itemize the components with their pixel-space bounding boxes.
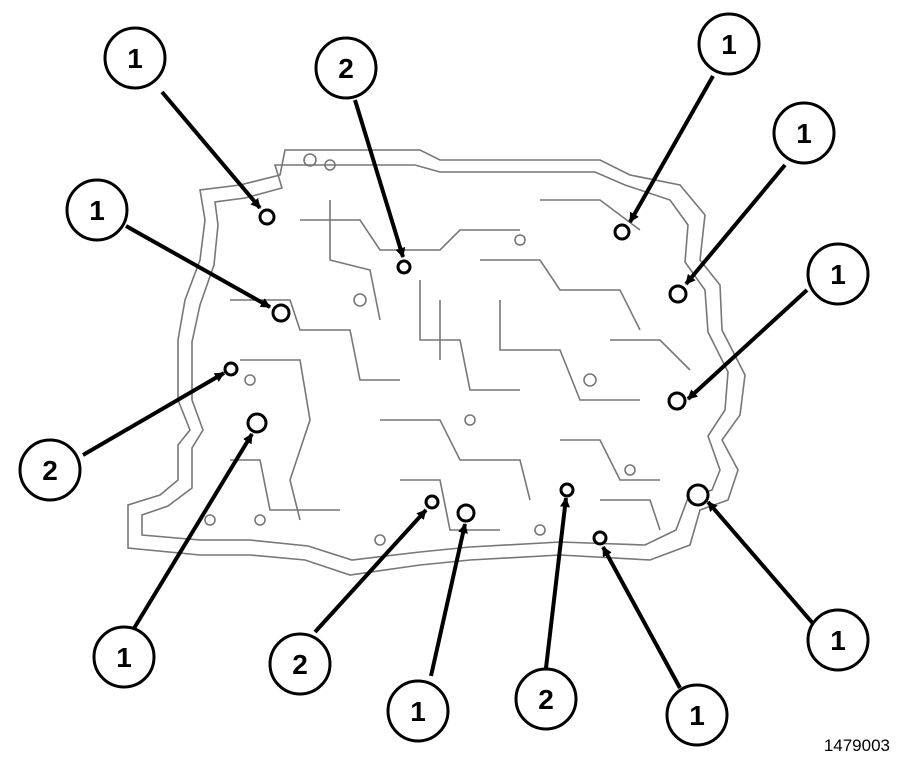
svg-text:1: 1 bbox=[116, 642, 132, 673]
svg-text:2: 2 bbox=[42, 455, 58, 486]
svg-text:1: 1 bbox=[89, 195, 105, 226]
leader-arrow bbox=[353, 99, 406, 258]
figure-id: 1479003 bbox=[823, 736, 890, 755]
hole-marker bbox=[686, 483, 710, 507]
leader-arrow bbox=[160, 90, 262, 210]
callout-13: 2 bbox=[514, 667, 578, 731]
callout-6: 1 bbox=[806, 242, 870, 306]
leader-arrow bbox=[706, 500, 818, 629]
hole-marker bbox=[613, 223, 631, 241]
callout-2: 2 bbox=[314, 36, 378, 100]
svg-text:2: 2 bbox=[338, 53, 354, 84]
leader-arrow bbox=[429, 523, 468, 677]
svg-text:1: 1 bbox=[127, 43, 143, 74]
callout-12: 1 bbox=[386, 679, 450, 743]
hole-marker bbox=[559, 482, 575, 498]
valve-body-plate bbox=[127, 149, 746, 576]
leader-arrow bbox=[131, 432, 254, 632]
leader-arrows bbox=[81, 75, 818, 689]
svg-text:2: 2 bbox=[292, 649, 308, 680]
leader-arrow bbox=[628, 75, 715, 223]
callout-1: 1 bbox=[103, 26, 167, 90]
hole-marker bbox=[456, 503, 476, 523]
svg-text:1: 1 bbox=[721, 29, 737, 60]
hole-marker bbox=[271, 303, 291, 323]
callout-5: 1 bbox=[65, 178, 129, 242]
hole-marker bbox=[223, 361, 239, 377]
hole-marker bbox=[424, 494, 440, 510]
leader-arrow bbox=[686, 288, 809, 401]
svg-text:1: 1 bbox=[830, 625, 846, 656]
hole-marker bbox=[258, 208, 276, 226]
hole-marker bbox=[592, 530, 608, 546]
leader-arrow bbox=[544, 497, 570, 669]
leader-arrow bbox=[684, 163, 787, 286]
leader-arrow bbox=[81, 371, 226, 457]
hole-marker bbox=[246, 412, 268, 434]
leader-arrow bbox=[601, 546, 682, 689]
callouts: 1 2 1 1 1 1 2 1 bbox=[18, 12, 870, 747]
svg-text:1: 1 bbox=[689, 700, 705, 731]
svg-text:1: 1 bbox=[796, 118, 812, 149]
hole-marker bbox=[396, 259, 412, 275]
leader-arrow bbox=[313, 508, 428, 634]
callout-10: 1 bbox=[665, 683, 729, 747]
svg-text:1: 1 bbox=[410, 696, 426, 727]
callout-7: 2 bbox=[18, 438, 82, 502]
hole-marker bbox=[667, 391, 687, 411]
callout-8: 1 bbox=[806, 608, 870, 672]
leader-arrow bbox=[125, 224, 271, 309]
callout-4: 1 bbox=[772, 101, 836, 165]
callout-3: 1 bbox=[697, 12, 761, 76]
hole-markers bbox=[223, 208, 710, 546]
callout-11: 2 bbox=[268, 632, 332, 696]
callout-9: 1 bbox=[92, 625, 156, 689]
hole-marker bbox=[668, 284, 688, 304]
svg-text:1: 1 bbox=[830, 259, 846, 290]
svg-text:2: 2 bbox=[538, 684, 554, 715]
